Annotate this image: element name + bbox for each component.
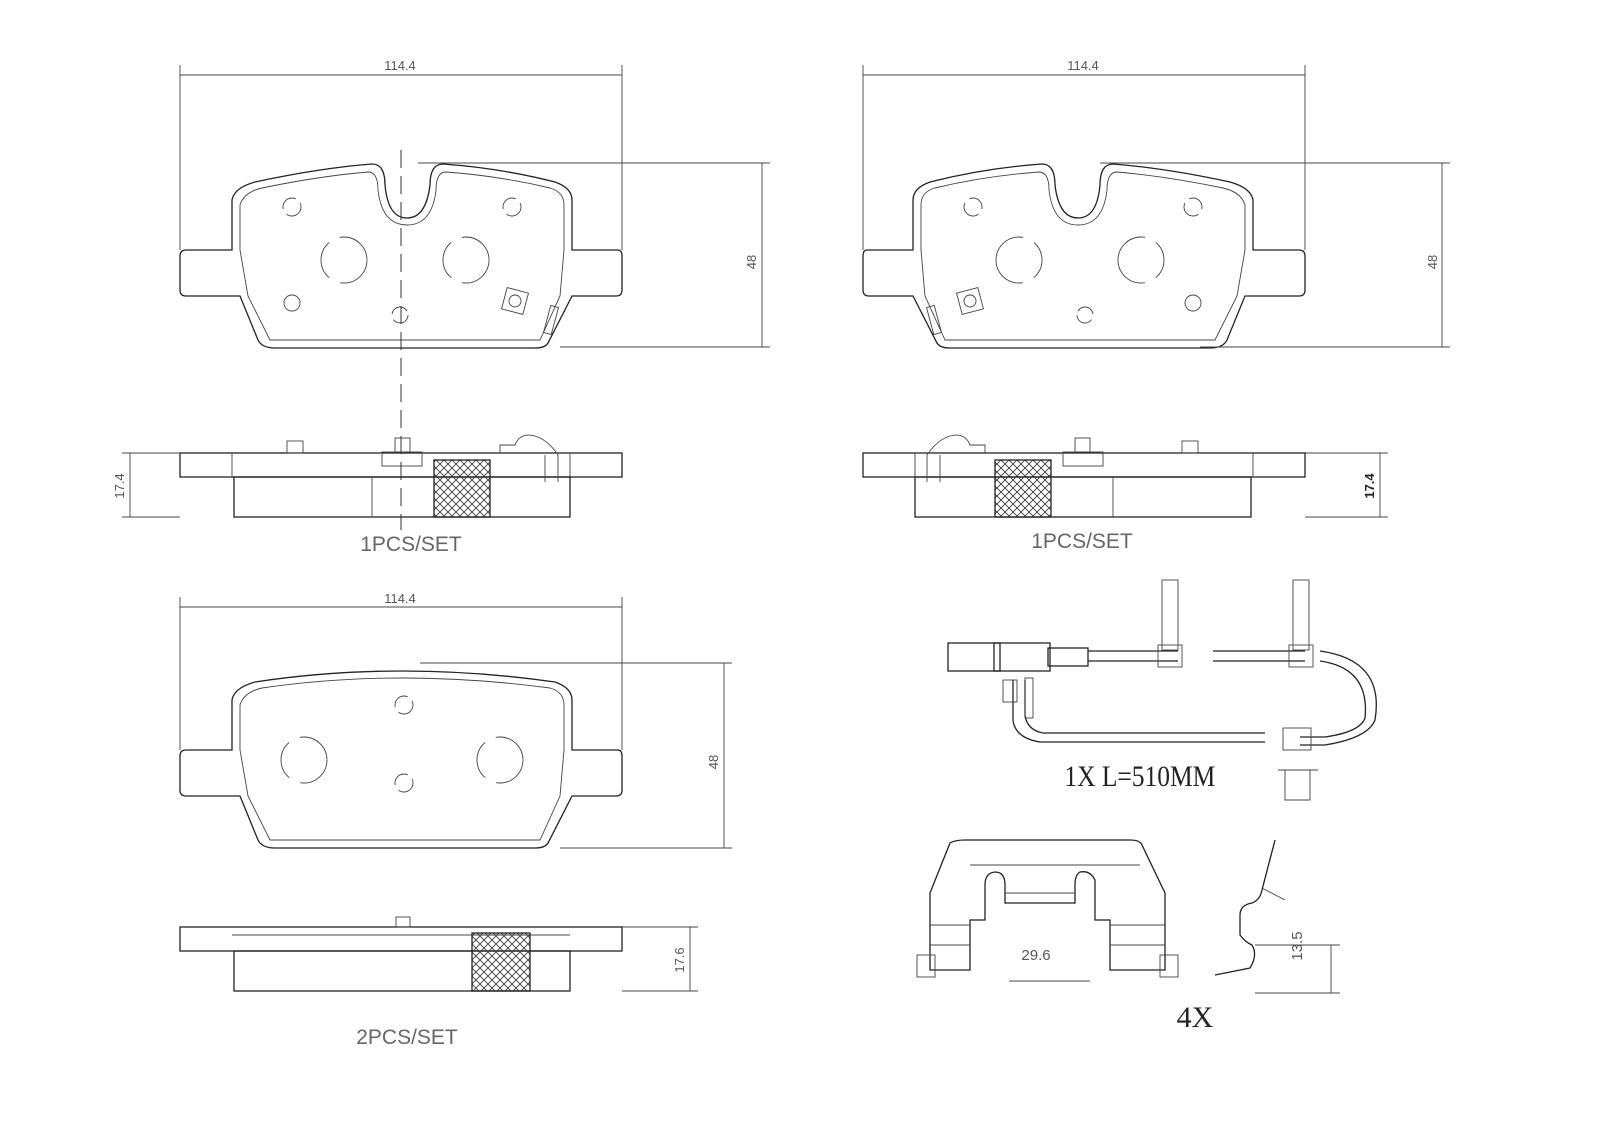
pad-outer-front-view [179,150,623,530]
thickness-dim: 17.4 [112,473,127,498]
pad-pair-front-view [179,670,623,849]
wear-sensor-drawing: 1X L=510MM [947,579,1377,801]
quantity-label-outer: 1PCS/SET [360,533,462,556]
pad-inner-front-view [862,163,1306,349]
wear-sensor-label: 1X L=510MM [1064,760,1215,793]
pad-inner-dimensions: 114.4 48 17.4 [862,58,1450,518]
width-dim: 114.4 [384,58,416,73]
spring-height-dim: 13.5 [1289,931,1306,960]
width-dim: 114.4 [1067,58,1099,73]
height-dim: 48 [744,255,759,269]
height-dim: 48 [1425,255,1440,269]
height-dim: 48 [706,755,721,769]
clip-quantity-label: 4X [1177,1001,1214,1034]
quantity-label-pair: 2PCS/SET [356,1026,458,1049]
pad-outer-dimensions: 114.4 48 17.4 [112,58,770,518]
clip-width-dim: 29.6 [1021,947,1050,964]
pad-outer-side-view [179,434,623,518]
pad-pair-dimensions: 114.4 48 17.6 [179,591,732,992]
abutment-clip-drawing: 29.6 13.5 4X [916,839,1340,1034]
pad-pair-side-view [179,916,623,992]
width-dim: 114.4 [384,591,416,606]
quantity-label-inner: 1PCS/SET [1031,530,1133,553]
thickness-dim: 17.4 [1362,473,1377,499]
thickness-dim: 17.6 [672,947,687,972]
pad-inner-side-view [862,434,1306,518]
